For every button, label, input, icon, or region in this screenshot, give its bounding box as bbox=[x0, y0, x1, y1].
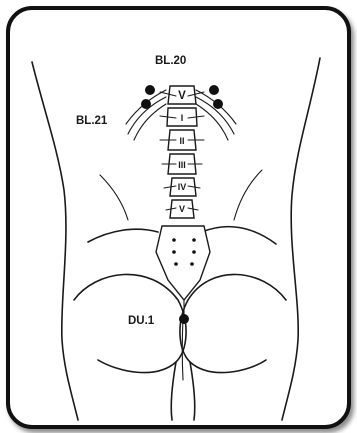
left-leg-inner bbox=[171, 362, 176, 420]
label-bl21: BL.21 bbox=[76, 115, 108, 127]
vertebra-mark: II bbox=[179, 136, 184, 146]
acupoint-bl21-right bbox=[213, 99, 223, 109]
sacrum bbox=[156, 226, 210, 300]
right-leg-inner bbox=[190, 362, 195, 420]
right-scapula-line bbox=[234, 170, 262, 220]
right-torso-outline bbox=[282, 58, 320, 420]
vertebra-mark: V bbox=[178, 90, 186, 102]
vertebra-mark: V bbox=[179, 204, 185, 214]
acupoint-bl20-left bbox=[145, 85, 155, 95]
left-iliac-line bbox=[88, 229, 158, 242]
vertebra-mark: IV bbox=[178, 182, 187, 192]
vertebra-mark: I bbox=[181, 113, 184, 123]
right-buttock bbox=[180, 274, 286, 372]
spinal-column bbox=[160, 86, 204, 218]
right-iliac-line bbox=[202, 227, 276, 244]
acupoint-bl21-left bbox=[141, 99, 151, 109]
label-bl20: BL.20 bbox=[155, 55, 186, 67]
acupoint-bl20-right bbox=[209, 85, 219, 95]
left-scapula-line bbox=[100, 175, 128, 220]
vertebra-mark: III bbox=[178, 160, 186, 170]
left-torso-outline bbox=[32, 62, 78, 420]
label-du1: DU.1 bbox=[128, 315, 155, 327]
acupoint-du1 bbox=[179, 314, 189, 324]
